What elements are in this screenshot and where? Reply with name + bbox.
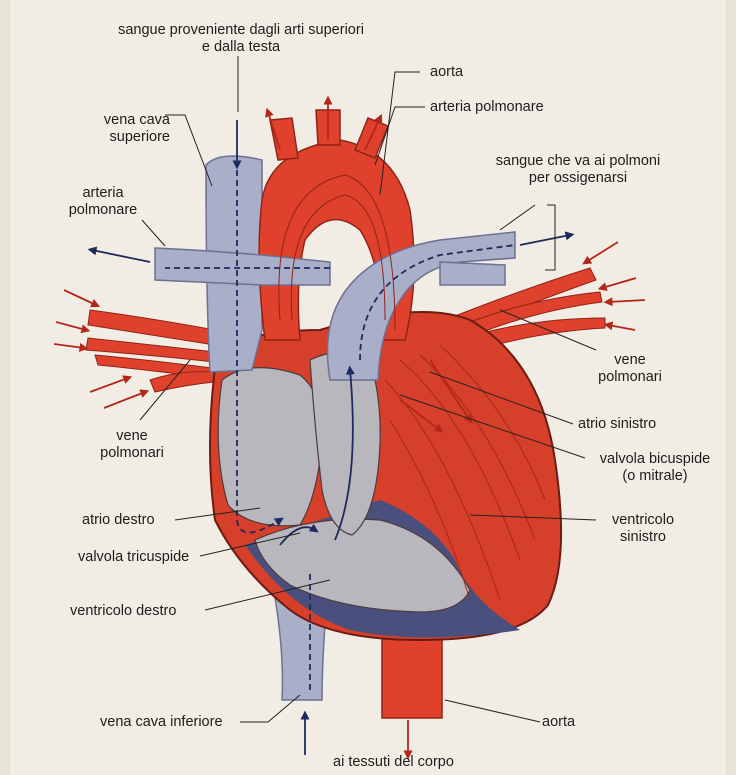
- label-vena-cava-superiore: vena cava superiore: [80, 112, 170, 146]
- label-vene-polmonari-right: vene polmonari: [590, 352, 670, 386]
- pulmonary-artery-right-branch: [440, 262, 505, 285]
- label-valvola-tricuspide: valvola tricuspide: [78, 549, 189, 566]
- label-vene-polmonari-right-line2: polmonari: [590, 369, 670, 386]
- label-valvola-bicuspide: valvola bicuspide (o mitrale): [586, 451, 724, 485]
- label-aorta-bottom: aorta: [542, 714, 575, 731]
- label-aorta-top: aorta: [430, 64, 463, 81]
- label-source-upper: sangue proveniente dagli arti superiori …: [96, 22, 386, 56]
- label-vene-polmonari-left: vene polmonari: [92, 428, 172, 462]
- label-sangue-polmoni-line1: sangue che va ai polmoni: [478, 153, 678, 170]
- label-vena-cava-inferiore: vena cava inferiore: [100, 714, 223, 731]
- label-source-upper-line1: sangue proveniente dagli arti superiori: [96, 22, 386, 39]
- label-source-upper-line2: e dalla testa: [96, 39, 386, 56]
- label-tessuti-corpo: ai tessuti del corpo: [333, 754, 454, 771]
- label-ventricolo-sinistro-line1: ventricolo: [598, 512, 688, 529]
- label-ventricolo-sinistro: ventricolo sinistro: [598, 512, 688, 546]
- label-vene-polmonari-left-line1: vene: [92, 428, 172, 445]
- right-atrium-interior: [218, 368, 322, 526]
- label-arteria-polmonare-left-line1: arteria: [48, 185, 158, 202]
- label-sangue-polmoni: sangue che va ai polmoni per ossigenarsi: [478, 153, 678, 187]
- label-valvola-bicuspide-line2: (o mitrale): [586, 468, 724, 485]
- label-vene-polmonari-right-line1: vene: [590, 352, 670, 369]
- pulmonary-veins-left: [86, 310, 215, 392]
- label-atrio-destro: atrio destro: [82, 512, 155, 529]
- label-vena-cava-sup-line1: vena cava: [80, 112, 170, 129]
- label-ventricolo-destro: ventricolo destro: [70, 603, 176, 620]
- pulmonary-artery-left: [155, 248, 330, 285]
- label-sangue-polmoni-line2: per ossigenarsi: [478, 170, 678, 187]
- label-vena-cava-sup-line2: superiore: [80, 129, 170, 146]
- label-arteria-polmonare-left: arteria polmonare: [48, 185, 158, 219]
- label-valvola-bicuspide-line1: valvola bicuspide: [586, 451, 724, 468]
- label-ventricolo-sinistro-line2: sinistro: [598, 529, 688, 546]
- label-vene-polmonari-left-line2: polmonari: [92, 445, 172, 462]
- label-atrio-sinistro: atrio sinistro: [578, 416, 656, 433]
- label-arteria-polmonare-top: arteria polmonare: [430, 99, 544, 116]
- label-arteria-polmonare-left-line2: polmonare: [48, 202, 158, 219]
